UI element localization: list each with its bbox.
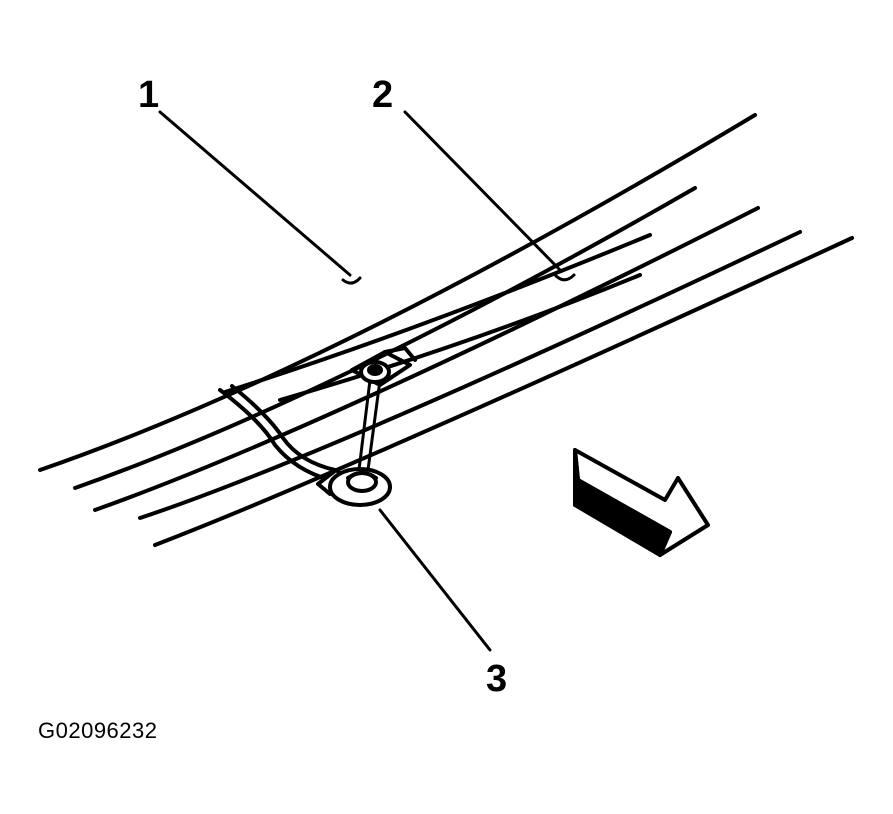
rail-line-c <box>138 230 802 520</box>
rail-line-b <box>93 206 760 512</box>
bolt-shaft-left <box>357 379 372 471</box>
bolt-bracket-tab <box>383 346 417 362</box>
leader-2-hook <box>554 273 576 282</box>
rail-edge-top <box>38 113 757 472</box>
leader-3 <box>378 508 492 652</box>
callout-1: 1 <box>138 74 160 116</box>
leader-1-hook <box>341 276 362 285</box>
leader-1 <box>158 110 352 277</box>
leader-2 <box>403 110 562 272</box>
rail-edge-bottom <box>153 236 854 547</box>
rail-face-inner <box>278 273 642 402</box>
callout-2: 2 <box>372 74 394 116</box>
bolt-shaft-right <box>366 379 382 471</box>
rail-face-top <box>223 233 652 394</box>
callout-3: 3 <box>486 658 508 700</box>
figure-id-label: G02096232 <box>38 718 158 743</box>
bolt-icon <box>359 360 391 384</box>
front-direction-arrow-icon <box>573 448 710 557</box>
ground-strap-icon <box>218 384 392 507</box>
